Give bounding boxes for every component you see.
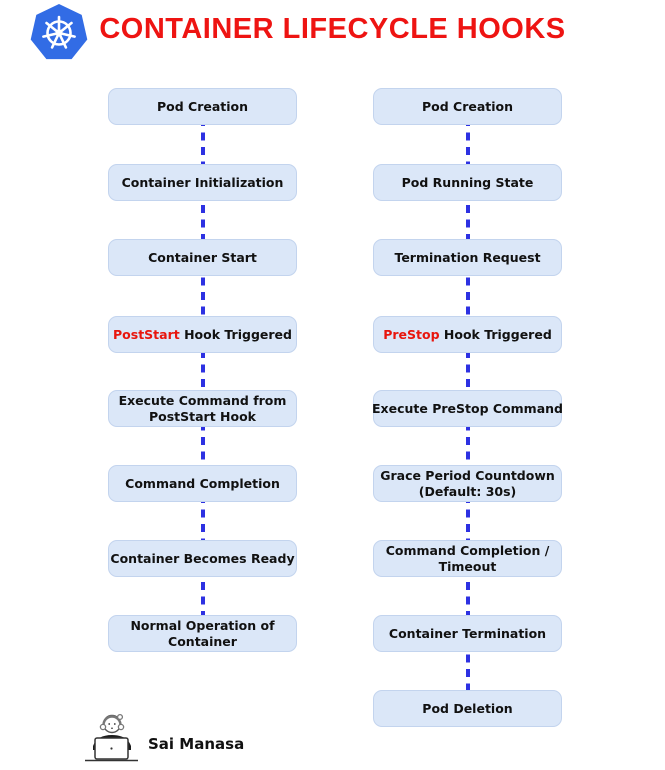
flow-step-box: Pod Creation — [108, 88, 297, 125]
flow-step-box: PreStop Hook Triggered — [373, 316, 562, 353]
flow-step-box: Pod Creation — [373, 88, 562, 125]
person-at-laptop-icon — [85, 713, 138, 762]
highlighted-hook-name: PostStart — [113, 326, 180, 342]
flow-step-box: Container Becomes Ready — [108, 540, 297, 577]
flow-step-box: Container Termination — [373, 615, 562, 652]
highlighted-hook-name: PreStop — [383, 326, 440, 342]
flow-step-box: PostStart Hook Triggered — [108, 316, 297, 353]
flow-step-box: Normal Operation of Container — [108, 615, 297, 652]
flow-step-box: Container Start — [108, 239, 297, 276]
flow-step-box: Pod Deletion — [373, 690, 562, 727]
flow-step-box: Command Completion — [108, 465, 297, 502]
kubernetes-logo-icon — [30, 4, 88, 60]
flow-step-box: Execute PreStop Command — [372, 390, 563, 427]
flow-step-box: Container Initialization — [108, 164, 297, 201]
author-name: Sai Manasa — [148, 735, 245, 753]
flow-step-box: Grace Period Countdown (Default: 30s) — [373, 465, 562, 502]
flow-step-box: Pod Running State — [373, 164, 562, 201]
flow-step-box: Command Completion / Timeout — [373, 540, 562, 577]
dashed-connector — [200, 118, 205, 627]
flow-step-box: Termination Request — [373, 239, 562, 276]
flow-step-box: Execute Command from PostStart Hook — [108, 390, 297, 427]
page-title: CONTAINER LIFECYCLE HOOKS — [99, 13, 566, 45]
